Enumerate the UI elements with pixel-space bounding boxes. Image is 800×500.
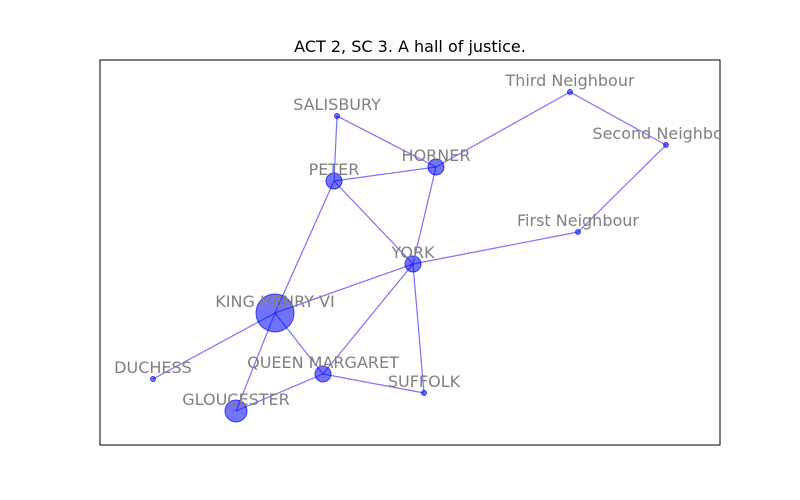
node-label-peter: PETER <box>309 160 360 179</box>
edge-salisbury-horner <box>336 115 437 168</box>
axes-frame <box>99 59 721 446</box>
edge-york-suffolk <box>412 263 425 394</box>
node-margaret <box>314 365 332 383</box>
node-label-third: Third Neighbour <box>504 71 635 90</box>
edge-york-horner <box>412 166 437 265</box>
edge-gloucester-margaret <box>235 373 324 412</box>
edge-york-peter <box>333 180 414 265</box>
network-graph: KING HENRY VI GLOUCESTER YORK QUEEN MARGARE… <box>114 71 740 423</box>
node-salisbury <box>334 113 340 119</box>
node-king <box>255 293 295 333</box>
edge-margaret-york <box>322 263 414 375</box>
edge-king-york <box>274 263 414 314</box>
node-second <box>663 142 669 148</box>
edge-york-first <box>412 231 579 265</box>
edge-king-duchess <box>152 312 276 380</box>
node-york <box>404 255 422 273</box>
node-label-king: KING HENRY VI <box>215 292 334 311</box>
node-label-salisbury: SALISBURY <box>293 95 381 114</box>
node-first <box>575 229 581 235</box>
node-label-suffolk: SUFFOLK <box>388 372 461 391</box>
node-label-margaret: QUEEN MARGARET <box>247 353 399 372</box>
figure-title: ACT 2, SC 3. A hall of justice. <box>294 37 526 56</box>
node-peter <box>325 172 343 190</box>
node-label-first: First Neighbour <box>517 211 639 230</box>
node-gloucester <box>224 399 248 423</box>
node-horner <box>427 158 445 176</box>
edge-peter-salisbury <box>333 115 338 182</box>
node-label-gloucester: GLOUCESTER <box>182 390 289 409</box>
edge-horner-third <box>435 91 571 168</box>
edge-third-second <box>569 91 667 146</box>
node-suffolk <box>421 390 427 396</box>
labels-layer: KING HENRY VI GLOUCESTER YORK QUEEN MARGARE… <box>114 71 740 409</box>
edge-margaret-suffolk <box>322 373 425 394</box>
edge-peter-horner <box>333 166 437 182</box>
node-label-horner: HORNER <box>402 146 471 165</box>
node-third <box>567 89 573 95</box>
node-label-duchess: DUCHESS <box>114 358 192 377</box>
nodes-layer <box>150 89 669 423</box>
node-label-york: YORK <box>390 243 435 262</box>
node-duchess <box>150 376 156 382</box>
edge-king-peter <box>274 180 335 314</box>
node-label-second: Second Neighbour <box>592 124 740 143</box>
edges-layer <box>152 91 667 412</box>
edge-second-first <box>577 144 667 233</box>
